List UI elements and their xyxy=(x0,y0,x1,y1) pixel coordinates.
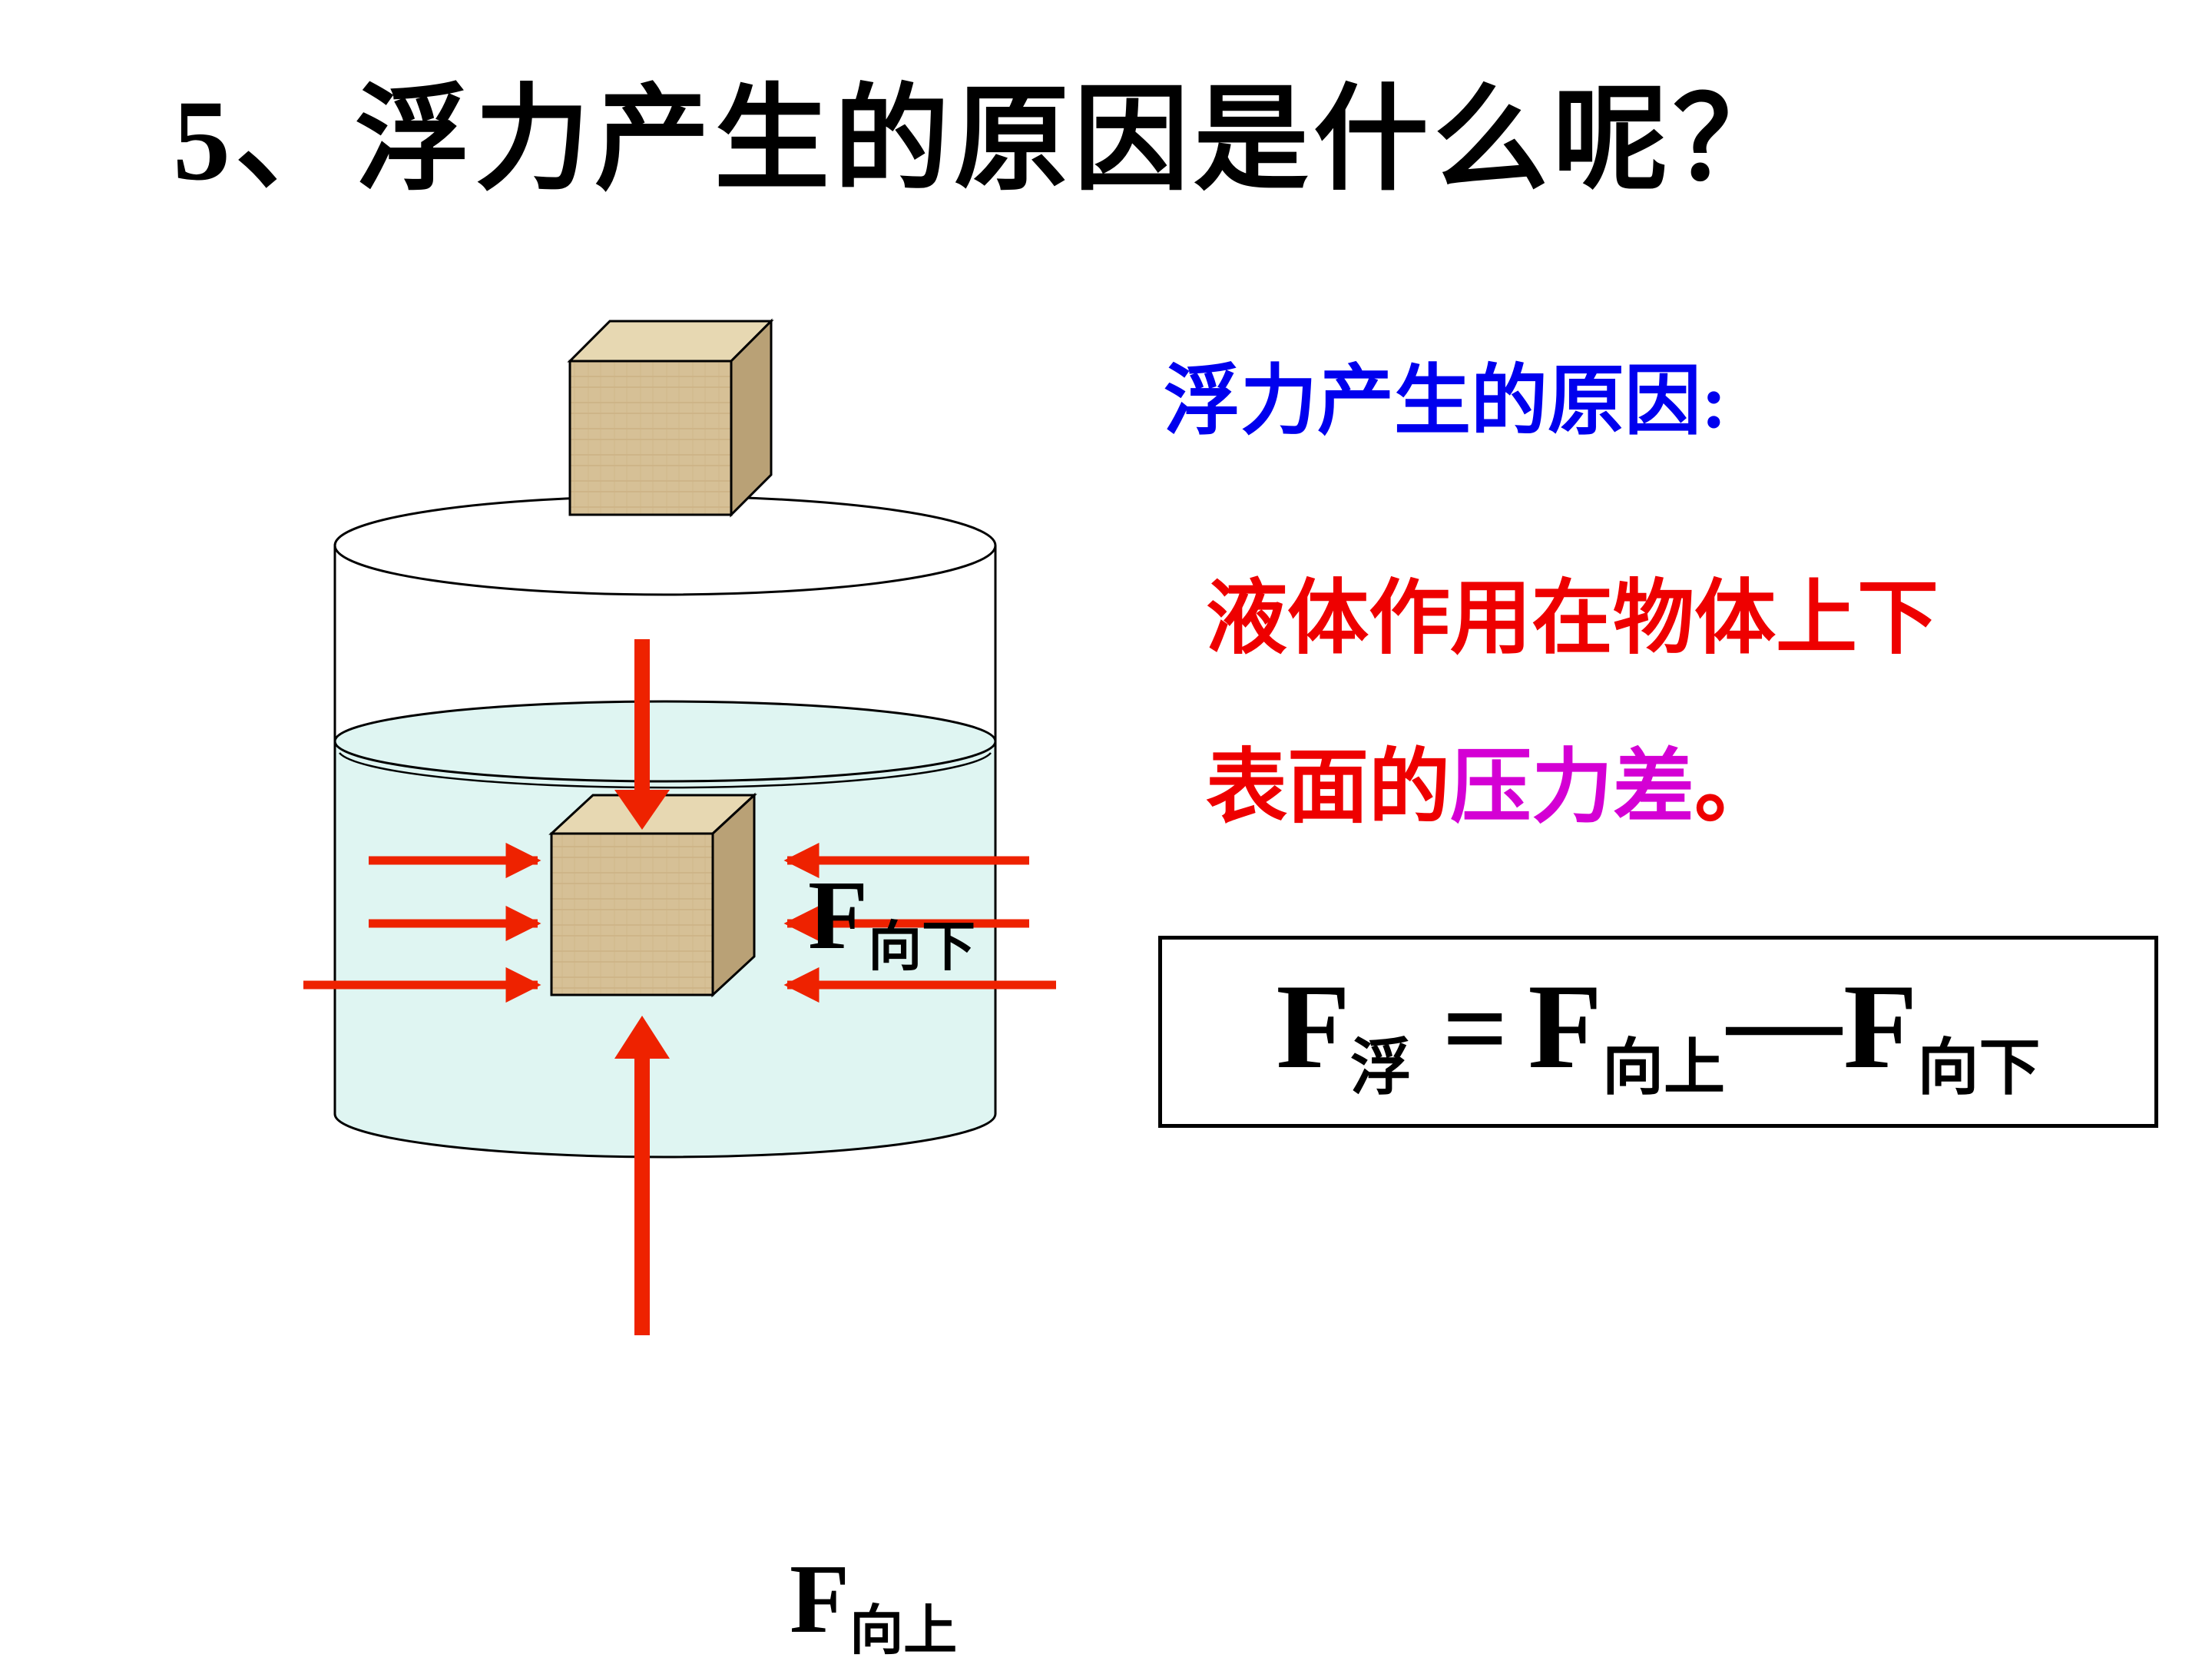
submerged-cube xyxy=(548,792,757,998)
formula-term1-subscript: 浮 xyxy=(1350,1035,1412,1102)
diagram-canvas xyxy=(303,318,1056,1335)
formula-term3-symbol: F xyxy=(1843,960,1918,1094)
formula-term1-symbol: F xyxy=(1276,960,1350,1094)
water-surface-inner-line xyxy=(339,752,992,789)
explanation-line1: 液体作用在物体上下 xyxy=(1206,574,1939,664)
slide-title: 5、浮力产生的原因是什么呢？ xyxy=(173,77,1793,204)
force-up-arrow xyxy=(614,1016,670,1335)
force-up-arrow-head xyxy=(614,1016,670,1059)
explanation-line2-period: 。 xyxy=(1694,743,1776,833)
explanation-panel: 浮力产生的原因: 液体作用在物体上下 表面的压力差。 xyxy=(1164,338,2193,833)
force-down-symbol: F xyxy=(808,860,869,970)
water-surface xyxy=(333,700,997,783)
explanation-heading: 浮力产生的原因: xyxy=(1164,359,1727,444)
force-up-subscript: 向上 xyxy=(849,1602,958,1661)
formula-minus-sign: — xyxy=(1727,956,1842,1083)
force-down-arrow xyxy=(614,639,670,830)
formula-term2-subscript: 向上 xyxy=(1602,1035,1725,1102)
force-down-subscript: 向下 xyxy=(868,918,976,977)
force-up-symbol: F xyxy=(790,1544,850,1653)
beaker-wall xyxy=(333,545,997,1159)
explanation-line2: 表面的压力差。 xyxy=(1206,721,1776,839)
formula-equals-sign: = xyxy=(1442,965,1508,1092)
explanation-line2-prefix: 表面的 xyxy=(1206,743,1450,833)
formula-term3-subscript: 向下 xyxy=(1917,1035,2041,1102)
force-up-label: F向上 xyxy=(790,1543,957,1661)
force-down-label: F向下 xyxy=(808,859,975,977)
submerged-cube-front-face xyxy=(550,832,714,996)
formula-term2-symbol: F xyxy=(1528,960,1602,1094)
buoyancy-diagram: F向下 F向上 xyxy=(215,292,1190,1661)
formula-box: F浮=F向上—F向下 xyxy=(1158,936,2158,1128)
force-down-arrow-head xyxy=(614,790,670,830)
floating-cube xyxy=(567,318,774,518)
explanation-line2-highlight: 压力差 xyxy=(1450,743,1694,833)
floating-cube-front-face xyxy=(568,360,733,516)
